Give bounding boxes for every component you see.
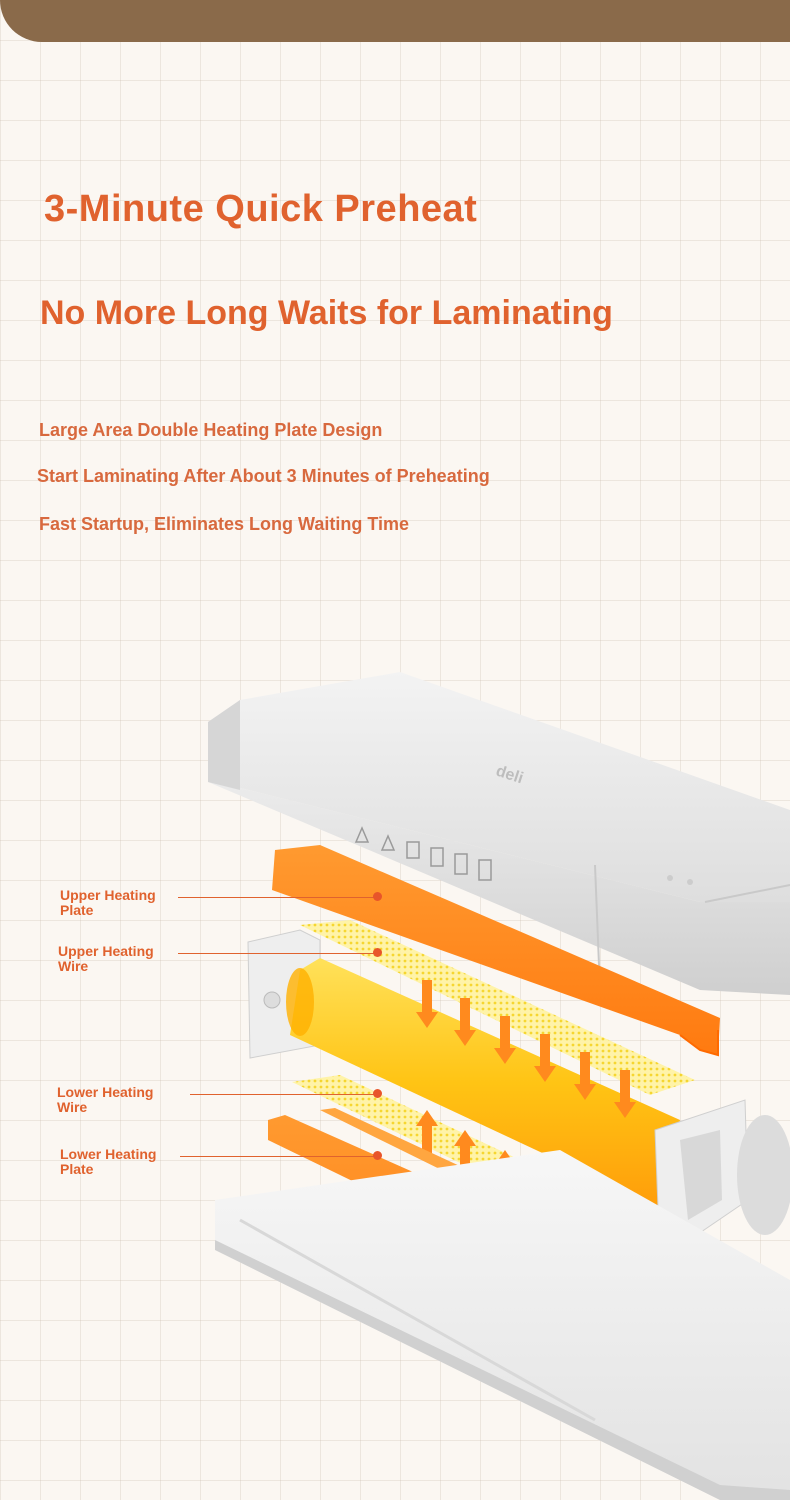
right-end-bracket xyxy=(654,1099,790,1261)
callout-marker-dot xyxy=(373,1151,382,1160)
feature-item: Fast Startup, Eliminates Long Waiting Ti… xyxy=(39,514,410,534)
feature-item: Large Area Double Heating Plate Design xyxy=(39,420,383,440)
callout-upper-heating-wire: Upper Heating Wire xyxy=(58,943,154,974)
callout-leader-line xyxy=(190,1094,374,1095)
indicator-light-icon xyxy=(687,879,693,885)
upper-heating-wire xyxy=(300,920,695,1095)
subheadline: No More Long Waits for Laminating xyxy=(40,294,613,332)
callout-leader-line xyxy=(178,897,374,898)
indicator-light-icon xyxy=(667,875,673,881)
callout-marker-dot xyxy=(373,948,382,957)
heat-down-arrows xyxy=(416,980,636,1118)
callout-upper-heating-plate: Upper Heating Plate xyxy=(60,887,156,918)
upper-heating-plate xyxy=(272,845,720,1055)
callout-leader-line xyxy=(178,953,374,954)
callout-marker-dot xyxy=(373,892,382,901)
base-tray xyxy=(215,1150,790,1500)
callout-lower-heating-plate: Lower Heating Plate xyxy=(60,1146,157,1177)
feature-item: Start Laminating After About 3 Minutes o… xyxy=(37,466,490,486)
heating-roller xyxy=(290,958,680,1208)
laminator-svg: deli xyxy=(208,672,790,1500)
top-shell: deli xyxy=(208,672,790,995)
callout-lower-heating-wire: Lower Heating Wire xyxy=(57,1084,154,1115)
top-brown-band xyxy=(0,0,790,42)
warning-icons xyxy=(354,826,492,881)
callout-marker-dot xyxy=(373,1089,382,1098)
headline: 3-Minute Quick Preheat xyxy=(44,188,478,230)
callout-leader-line xyxy=(180,1156,374,1157)
laminator-exploded-illustration: deli xyxy=(0,640,790,1500)
